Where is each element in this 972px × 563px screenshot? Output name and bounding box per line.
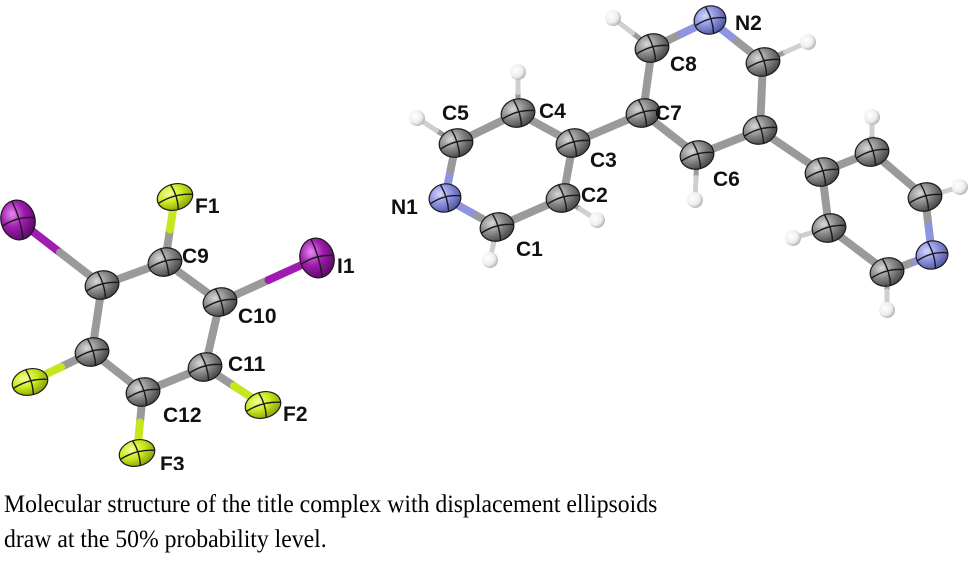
atom-label-I1: I1 bbox=[337, 255, 355, 278]
atom-label-C4: C4 bbox=[539, 100, 566, 123]
atom-label-C2: C2 bbox=[581, 184, 608, 207]
atom-N1p bbox=[915, 240, 949, 270]
atom-F3 bbox=[118, 439, 156, 467]
atom-label-C1: C1 bbox=[516, 238, 543, 261]
atom-C7 bbox=[625, 98, 661, 128]
atom-C9 bbox=[147, 247, 183, 277]
atom-label-C9: C9 bbox=[182, 245, 209, 268]
figure-caption: Molecular structure of the title complex… bbox=[4, 486, 897, 556]
atom-C7p bbox=[742, 115, 778, 145]
atom-F1 bbox=[156, 183, 194, 211]
atom-C5p bbox=[907, 182, 943, 212]
atom-C11p bbox=[74, 337, 110, 367]
atom-H5p bbox=[952, 179, 968, 195]
atom-C4 bbox=[500, 98, 536, 128]
atom-H5 bbox=[409, 110, 425, 126]
atom-label-N2: N2 bbox=[735, 12, 762, 35]
atom-H8 bbox=[605, 10, 621, 26]
atom-H4p bbox=[864, 108, 880, 125]
atom-C2 bbox=[545, 183, 581, 213]
atom-C5 bbox=[438, 128, 474, 158]
caption-line-2: draw at the 50% probability level. bbox=[4, 524, 327, 553]
atom-label-C5: C5 bbox=[442, 102, 469, 125]
atom-H6 bbox=[687, 192, 703, 208]
atom-C12 bbox=[125, 377, 161, 407]
atom-C8p bbox=[745, 47, 781, 77]
atom-label-F1: F1 bbox=[195, 195, 220, 218]
caption-line-1: Molecular structure of the title complex… bbox=[4, 489, 658, 518]
atom-H4 bbox=[510, 64, 526, 80]
atom-H1 bbox=[482, 252, 498, 268]
atom-I1p bbox=[0, 199, 36, 241]
atom-I1 bbox=[299, 237, 335, 279]
atom-label-N1: N1 bbox=[391, 196, 418, 219]
atom-C2p bbox=[811, 213, 847, 243]
atom-N2 bbox=[693, 5, 727, 35]
atom-label-C8: C8 bbox=[670, 53, 697, 76]
atom-F2p bbox=[11, 368, 49, 396]
atom-C3 bbox=[555, 128, 591, 158]
atom-C3p bbox=[804, 157, 840, 187]
atom-C8 bbox=[634, 33, 670, 63]
atoms-layer bbox=[0, 5, 968, 467]
atom-H2p bbox=[785, 230, 801, 246]
atom-C11 bbox=[187, 352, 223, 382]
atom-N1 bbox=[428, 183, 462, 213]
atom-label-C10: C10 bbox=[238, 305, 277, 328]
atom-label-C7: C7 bbox=[655, 102, 682, 125]
atom-C10p bbox=[84, 270, 120, 300]
atom-C1 bbox=[479, 212, 515, 242]
atom-H2 bbox=[589, 212, 605, 228]
atom-C4p bbox=[854, 137, 890, 167]
atom-H1p bbox=[879, 302, 895, 318]
atom-C10 bbox=[202, 287, 238, 317]
atom-F2 bbox=[244, 391, 282, 419]
atom-label-C11: C11 bbox=[228, 353, 266, 376]
atom-label-C12: C12 bbox=[163, 404, 202, 427]
atom-C1p bbox=[869, 257, 905, 287]
atom-H8p bbox=[800, 34, 816, 50]
atom-label-F2: F2 bbox=[283, 403, 308, 426]
atom-label-C3: C3 bbox=[590, 149, 617, 172]
atom-label-C6: C6 bbox=[713, 168, 740, 191]
atom-label-F3: F3 bbox=[160, 453, 185, 470]
atom-C6 bbox=[679, 140, 715, 170]
